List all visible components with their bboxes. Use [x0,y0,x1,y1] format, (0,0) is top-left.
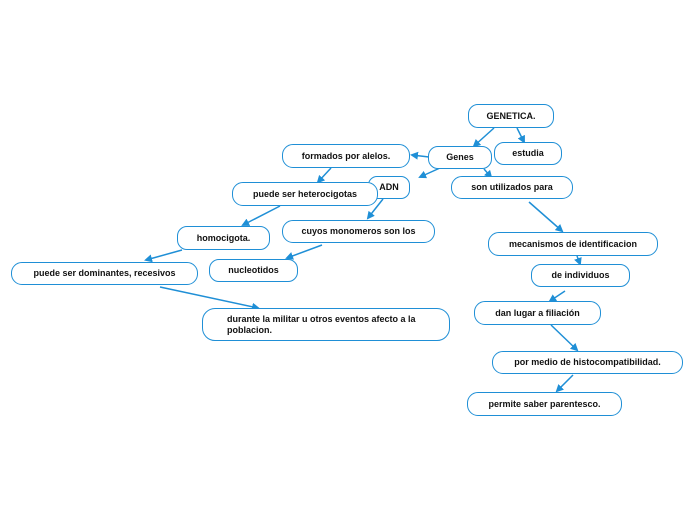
edge-formados-heterocigotas [316,167,332,184]
node-genes[interactable]: Genes [428,146,492,169]
node-dan-lugar-a-filiacion[interactable]: dan lugar a filiación [474,301,601,325]
edge-homocigota-dominantes [144,249,183,263]
node-mecanismos-de-identificacion[interactable]: mecanismos de identificacion [488,232,658,256]
edge-genetica-genes [472,127,495,148]
node-cuyos-monomeros[interactable]: cuyos monomeros son los [282,220,435,243]
node-durante-la-militar[interactable]: durante la militar u otros eventos afect… [202,308,450,341]
node-homocigota[interactable]: homocigota. [177,226,270,250]
node-estudia[interactable]: estudia [494,142,562,165]
node-genetica[interactable]: GENETICA. [468,104,554,128]
node-permite-saber-parentesco[interactable]: permite saber parentesco. [467,392,622,416]
node-por-medio-de-histocompatibilidad[interactable]: por medio de histocompatibilidad. [492,351,683,374]
edge-mecanismos-individuos [574,255,582,266]
edge-adn-cuyos-monomeros [366,198,384,220]
edge-por-medio-permite [555,374,574,393]
edge-genes-adn [418,167,441,179]
edge-individuos-dan-lugar [548,290,566,303]
edge-genetica-estudia [516,127,525,144]
edge-dominantes-durante [159,286,260,311]
edge-heterocigotas-homocigota [241,205,281,226]
node-adn[interactable]: ADN [368,176,410,199]
edge-genes-son-utilizados [483,168,493,179]
edge-cuyos-nucleotidos [285,244,323,260]
edge-dan-lugar-por-medio [550,324,579,352]
edge-genes-formados [410,151,430,160]
node-puede-ser-heterocigotas[interactable]: puede ser heterocigotas [232,182,378,206]
node-son-utilizados-para[interactable]: son utilizados para [451,176,573,199]
edge-son-utilizados-mecanismos [528,201,564,233]
node-nucleotidos[interactable]: nucleotidos [209,259,298,282]
node-de-individuos[interactable]: de individuos [531,264,630,287]
node-formados-por-alelos[interactable]: formados por alelos. [282,144,410,168]
node-puede-ser-dominantes[interactable]: puede ser dominantes, recesivos [11,262,198,285]
